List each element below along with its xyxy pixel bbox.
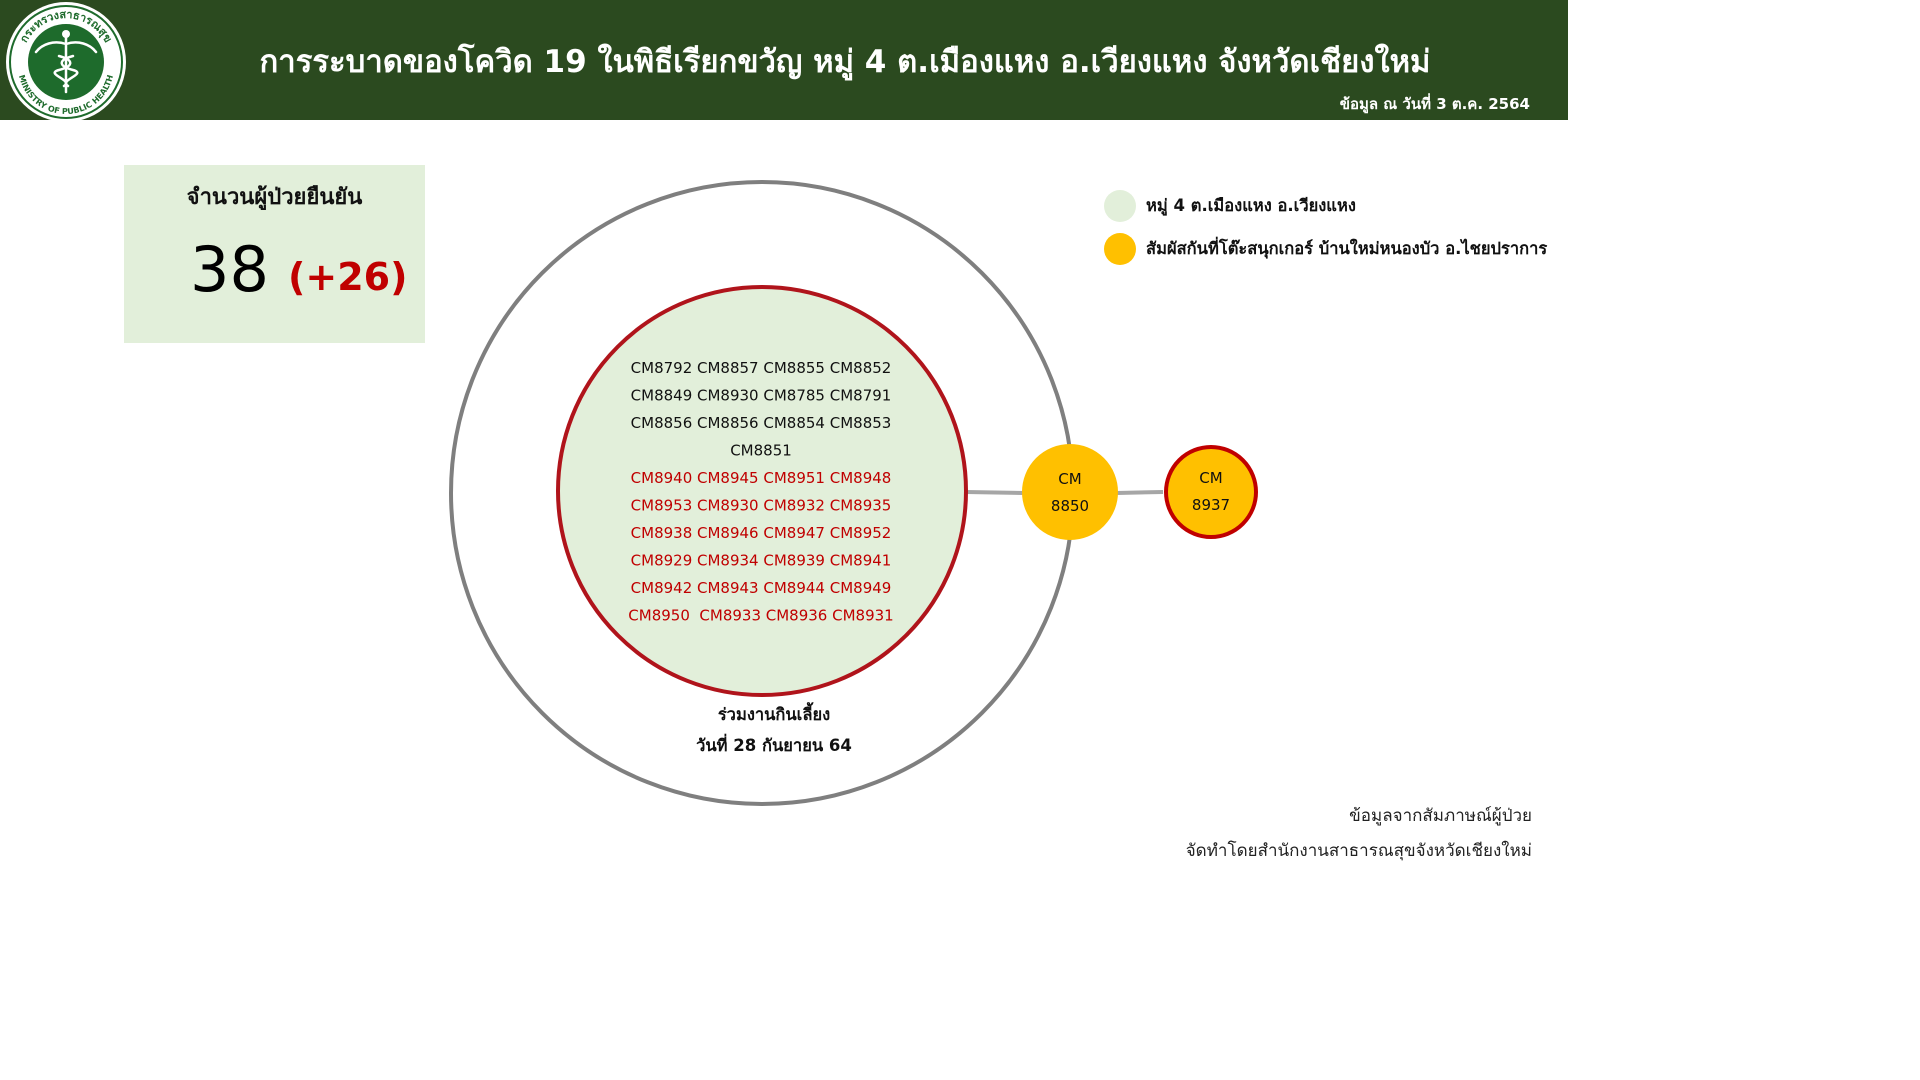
header-bar: กระทรวงสาธารณสุข MINISTRY OF PUBLIC HEAL… (0, 0, 1568, 122)
case-id-row: CM8938 CM8946 CM8947 CM8952 (631, 524, 892, 542)
link-cluster-to-cm8850 (965, 490, 1025, 495)
case-id-row: CM8940 CM8945 CM8951 CM8948 (631, 469, 892, 487)
confirmed-cases-box: จำนวนผู้ป่วยยืนยัน 38 (+26) (124, 165, 425, 343)
legend-label-village: หมู่ 4 ต.เมืองแหง อ.เวียงแหง (1146, 196, 1356, 215)
legend-label-snooker-contact: สัมผัสกันที่โต๊ะสนุกเกอร์ บ้านใหม่หนองบั… (1146, 239, 1548, 258)
footer-credit: จัดทำโดยสำนักงานสาธารณสุขจังหวัดเชียงใหม… (1185, 841, 1532, 861)
case-node-cm8937-number: 8937 (1192, 496, 1230, 514)
case-id-row: CM8792 CM8857 CM8855 CM8852 (631, 359, 892, 377)
case-id-row: CM8953 CM8930 CM8932 CM8935 (631, 497, 892, 515)
confirmed-cases-label: จำนวนผู้ป่วยยืนยัน (186, 185, 363, 210)
case-id-row: CM8856 CM8856 CM8854 CM8853 (631, 414, 892, 432)
legend-item-snooker-contact: สัมผัสกันที่โต๊ะสนุกเกอร์ บ้านใหม่หนองบั… (1104, 233, 1547, 265)
legend-swatch-village (1104, 190, 1136, 222)
legend-item-village: หมู่ 4 ต.เมืองแหง อ.เวียงแหง (1104, 190, 1356, 222)
link-cm8850-to-cm8937 (1116, 490, 1164, 495)
confirmed-cases-total: 38 (190, 233, 269, 306)
case-node-cm8850 (1022, 444, 1118, 540)
case-node-cm8850-number: 8850 (1051, 497, 1089, 515)
case-id-row: CM8942 CM8943 CM8944 CM8949 (631, 579, 892, 597)
case-id-row: CM8849 CM8930 CM8785 CM8791 (631, 387, 892, 405)
case-node-cm8937-prefix: CM (1199, 469, 1222, 487)
case-id-row: CM8851 (730, 442, 792, 460)
event-date: วันที่ 28 กันยายน 64 (696, 733, 852, 755)
legend-swatch-snooker-contact (1104, 233, 1136, 265)
footer-source: ข้อมูลจากสัมภาษณ์ผู้ป่วย (1349, 806, 1532, 826)
case-id-row: CM8929 CM8934 CM8939 CM8941 (631, 552, 892, 570)
case-node-cm8937 (1164, 445, 1258, 539)
confirmed-cases-new: (+26) (288, 255, 408, 299)
case-id-row: CM8950 CM8933 CM8936 CM8931 (628, 607, 893, 625)
data-as-of-date: ข้อมูล ณ วันที่ 3 ต.ค. 2564 (1339, 95, 1530, 113)
village-cluster-circle (556, 285, 968, 697)
page-title: การระบาดของโควิด 19 ในพิธีเรียกขวัญ หมู่… (259, 44, 1431, 80)
event-description: ร่วมงานกินเลี้ยง (718, 702, 830, 724)
case-node-cm8850-prefix: CM (1058, 470, 1081, 488)
ministry-of-public-health-seal-icon: กระทรวงสาธารณสุข MINISTRY OF PUBLIC HEAL… (6, 2, 126, 122)
